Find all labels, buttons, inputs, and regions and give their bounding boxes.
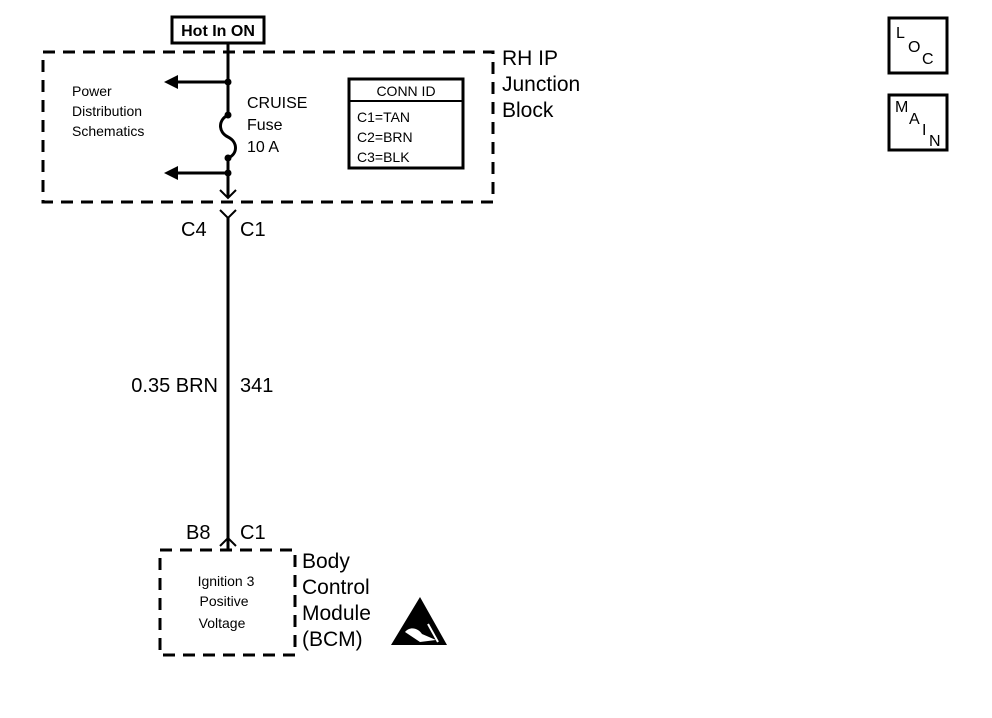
svg-text:Voltage: Voltage — [199, 615, 246, 631]
conn-id-title: CONN ID — [376, 83, 435, 99]
svg-text:Junction: Junction — [502, 73, 580, 96]
wire-gauge-color: 0.35 BRN — [131, 375, 218, 397]
svg-text:Distribution: Distribution — [72, 103, 142, 119]
svg-text:RH IP: RH IP — [502, 47, 558, 70]
conn-id-row: C3=BLK — [357, 149, 410, 165]
lower-connector-pin: B8 — [186, 522, 210, 544]
arrow-head-bottom — [164, 166, 178, 180]
conn-id-table: CONN ID C1=TAN C2=BRN C3=BLK — [347, 77, 465, 170]
main-button[interactable]: M A I N — [887, 93, 949, 152]
junction-block-outline — [41, 50, 495, 204]
fuse-terminal-bottom — [224, 154, 232, 162]
fuse-terminal-top — [224, 111, 232, 119]
svg-text:O: O — [908, 39, 920, 56]
svg-text:Power: Power — [72, 83, 112, 99]
wire-circuit-number: 341 — [240, 375, 273, 397]
loc-button[interactable]: L O C — [887, 16, 949, 75]
esd-warning-icon — [391, 597, 447, 645]
arrow-head-top — [164, 75, 178, 89]
power-source-label: Hot In ON — [170, 15, 266, 45]
svg-text:N: N — [929, 133, 941, 150]
bcm-input-label: Ignition 3 Positive Voltage — [198, 573, 255, 631]
svg-text:Body: Body — [302, 550, 350, 573]
fuse-label: CRUISE Fuse 10 A — [247, 95, 307, 156]
fuse-symbol — [219, 113, 237, 160]
svg-text:I: I — [922, 122, 926, 139]
svg-text:Ignition 3: Ignition 3 — [198, 573, 255, 589]
svg-text:Control: Control — [302, 576, 370, 599]
svg-text:C: C — [922, 51, 934, 68]
svg-text:A: A — [909, 111, 920, 128]
conn-id-row: C2=BRN — [357, 129, 413, 145]
svg-text:CRUISE: CRUISE — [247, 95, 307, 112]
svg-text:(BCM): (BCM) — [302, 628, 363, 651]
svg-text:M: M — [895, 99, 908, 116]
svg-text:Fuse: Fuse — [247, 117, 283, 134]
lower-connector-id: C1 — [240, 522, 266, 544]
upper-connector-pin: C4 — [181, 219, 207, 241]
svg-text:10 A: 10 A — [247, 139, 279, 156]
svg-text:Block: Block — [502, 99, 554, 122]
bcm-outline — [158, 548, 297, 657]
conn-id-row: C1=TAN — [357, 109, 410, 125]
svg-text:Schematics: Schematics — [72, 123, 144, 139]
svg-text:Module: Module — [302, 602, 371, 625]
power-source-text: Hot In ON — [181, 23, 255, 40]
bcm-name: Body Control Module (BCM) — [302, 550, 371, 651]
power-distribution-label: Power Distribution Schematics — [72, 83, 144, 139]
svg-text:Positive: Positive — [199, 593, 248, 609]
svg-text:L: L — [896, 25, 905, 42]
upper-connector-id: C1 — [240, 219, 266, 241]
junction-block-name: RH IP Junction Block — [502, 47, 580, 122]
